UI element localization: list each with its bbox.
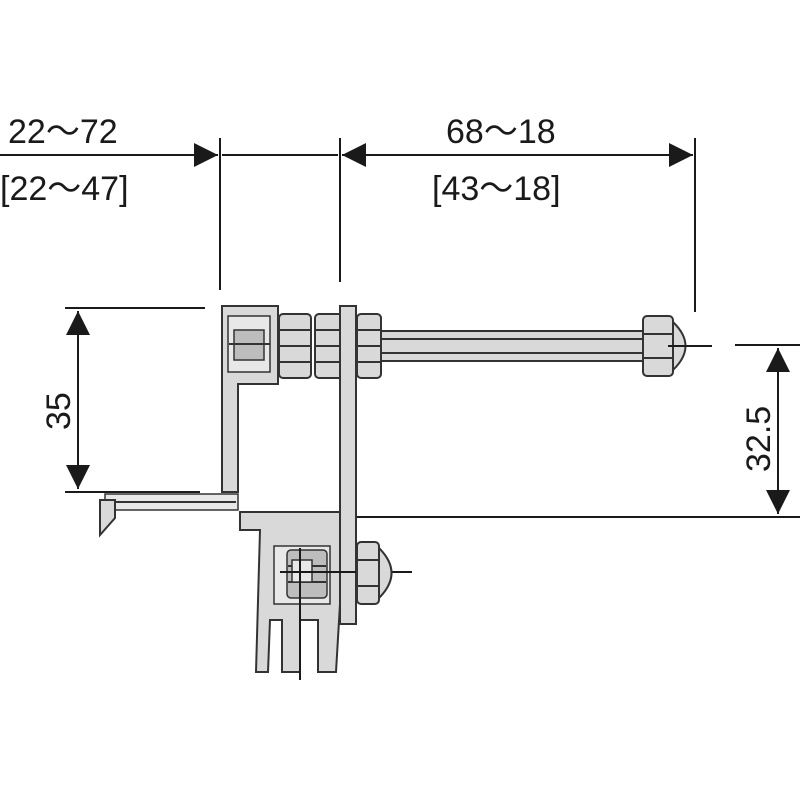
upper-nut-outer [356, 313, 382, 379]
dim-right-width: 68～18 [446, 113, 556, 151]
upper-nut-left [278, 313, 312, 379]
upper-nut-right [314, 313, 344, 379]
dim-right-width-alt: [43～18] [432, 170, 561, 208]
left-dimension: 35 [40, 307, 205, 493]
dim-left-height: 35 [40, 392, 78, 430]
lower-cap-nut [356, 541, 393, 605]
shelf-plate [99, 493, 239, 538]
dim-right-height: 32.5 [740, 406, 778, 472]
upper-clamp-bracket [221, 305, 279, 493]
top-dimension-lines [0, 138, 696, 312]
dim-left-width-alt: [22～47] [0, 170, 129, 208]
threaded-rod [380, 330, 644, 362]
lower-bolt-assembly [280, 548, 412, 680]
dim-left-width: 22～72 [8, 113, 118, 151]
right-dimension: 32.5 [356, 344, 800, 518]
vertical-plate [339, 305, 357, 625]
rod-cap-nut [642, 315, 712, 377]
